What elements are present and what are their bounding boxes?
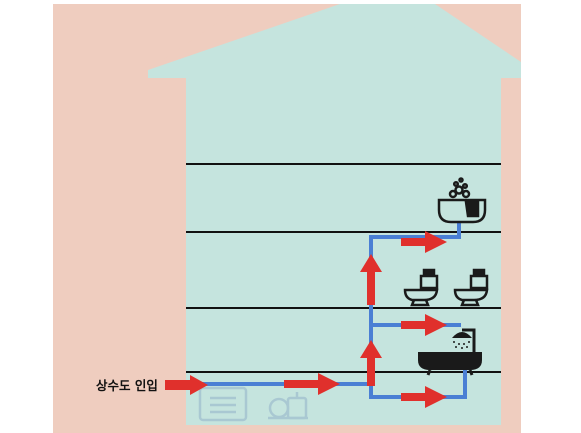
outer-roof-right bbox=[435, 4, 521, 62]
flow-arrow-middle bbox=[401, 314, 447, 336]
outer-roof-left bbox=[53, 4, 245, 70]
flow-arrow-inlet bbox=[165, 375, 208, 395]
flow-arrows bbox=[165, 231, 447, 408]
toilet-icon-2 bbox=[453, 268, 489, 307]
roof-outline bbox=[148, 4, 521, 78]
booster-pump-icon bbox=[268, 392, 308, 420]
flow-arrow-main bbox=[284, 373, 340, 395]
water-meter-icon bbox=[198, 386, 248, 422]
flow-arrow-bottom bbox=[401, 386, 447, 408]
toilet-icon bbox=[403, 268, 439, 307]
flow-arrow-top bbox=[401, 231, 447, 253]
washbasin-icon bbox=[437, 177, 487, 224]
water-inlet-label: 상수도 인입 bbox=[96, 378, 158, 393]
bathtub-with-shower-icon bbox=[418, 328, 482, 376]
flow-arrow-up-upper bbox=[360, 254, 382, 305]
flow-arrow-up-lower bbox=[360, 340, 382, 386]
